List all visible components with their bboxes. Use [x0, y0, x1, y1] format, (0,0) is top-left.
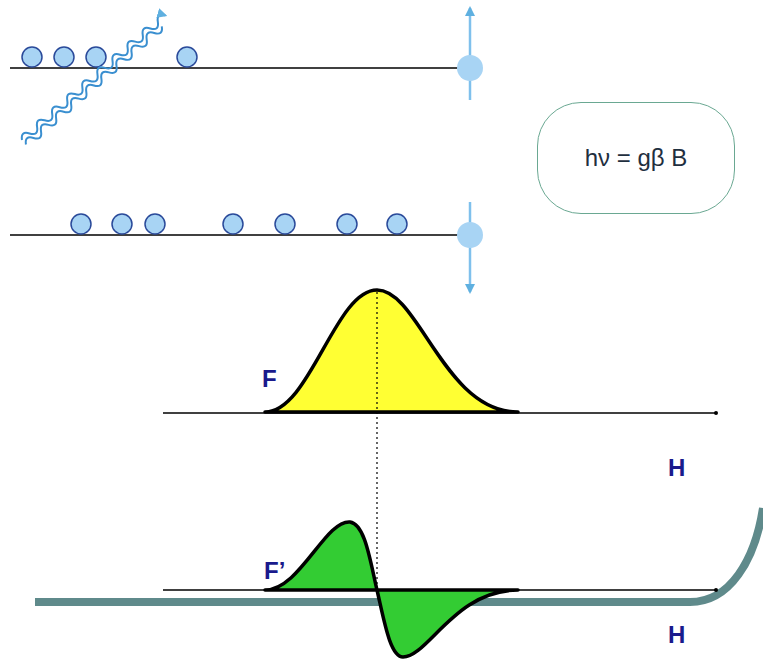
population-dots	[22, 47, 407, 234]
spin-up	[457, 8, 483, 100]
axis-label: H	[668, 622, 685, 648]
derivative-curve	[265, 522, 518, 657]
formula-text: hν = gβ B	[585, 144, 688, 172]
upper-level	[10, 67, 470, 69]
axis-label: H	[668, 455, 685, 481]
spin-down	[457, 202, 483, 292]
curve-label: F’	[264, 558, 285, 584]
center-marker	[376, 292, 377, 590]
baseline-band	[35, 508, 763, 602]
absorption-curve	[265, 290, 518, 412]
curve-label: F	[262, 366, 277, 392]
photon-wave	[19, 12, 172, 147]
formula-box: hν = gβ B	[537, 102, 735, 214]
